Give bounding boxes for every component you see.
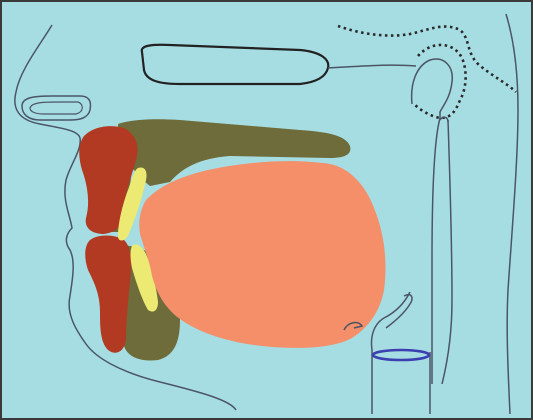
vocal-tract-diagram bbox=[0, 0, 533, 420]
diagram-canvas bbox=[0, 0, 533, 420]
